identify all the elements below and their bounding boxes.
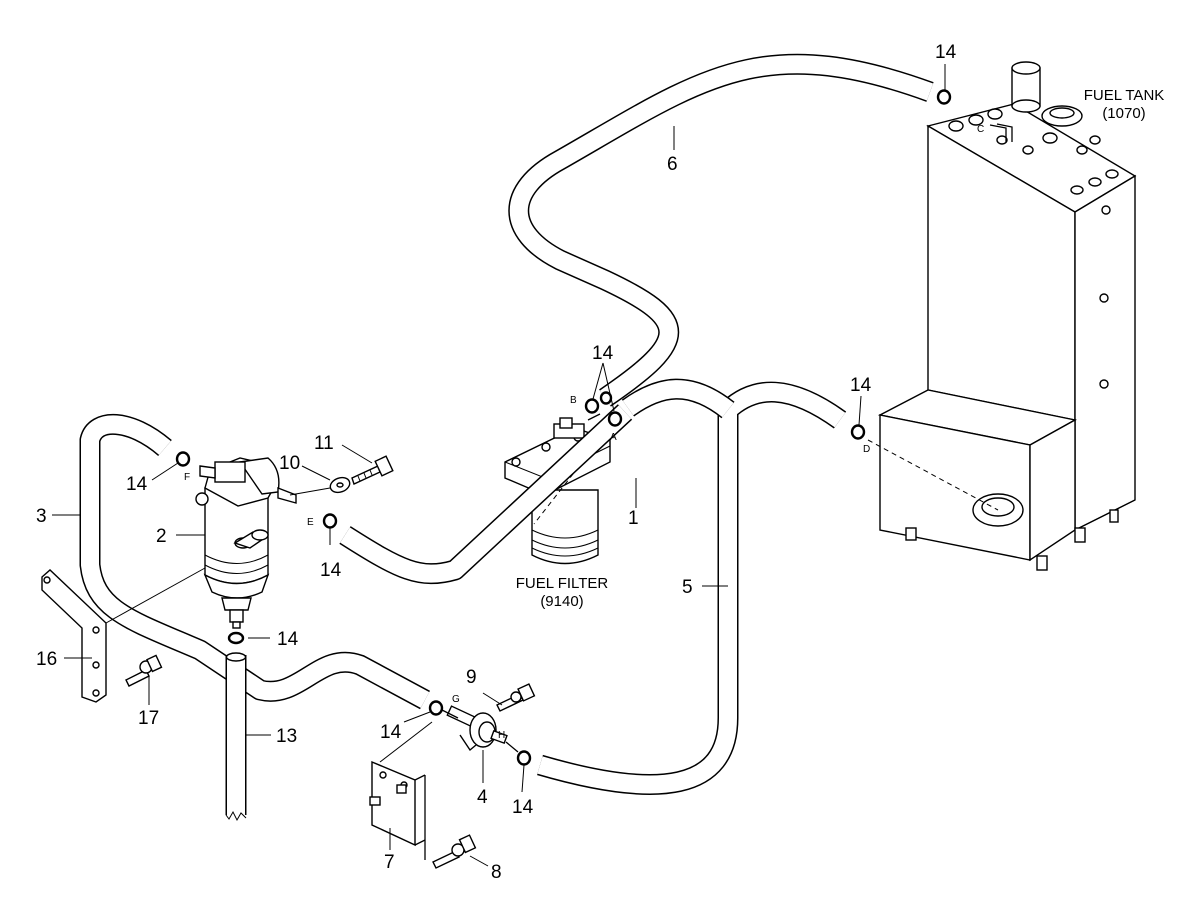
callout-14: 14 <box>277 629 299 650</box>
hose-filter-to-tank <box>621 378 735 419</box>
hose-6 <box>508 53 934 407</box>
clamp-c <box>936 89 952 105</box>
leader-lines <box>52 64 946 867</box>
callout-14: 14 <box>850 375 872 396</box>
callout-13: 13 <box>276 726 297 747</box>
callout-8: 8 <box>491 862 502 883</box>
fuel-pump <box>431 704 519 753</box>
callout-10: 10 <box>279 453 300 474</box>
callout-2: 2 <box>156 526 167 547</box>
washer-10 <box>289 476 351 496</box>
callout-14: 14 <box>512 797 534 818</box>
callout-14: 14 <box>126 474 148 495</box>
callout-5: 5 <box>682 577 693 598</box>
clamp-drain <box>227 631 245 645</box>
water-separator <box>195 457 297 629</box>
letter-d: D <box>863 444 870 455</box>
hose-13 <box>225 652 247 822</box>
letter-b: B <box>570 395 577 406</box>
clamp-e <box>322 513 338 529</box>
fuel-filter-name: FUEL FILTER <box>516 575 609 592</box>
clamp-a2 <box>599 391 613 405</box>
hose-1 <box>339 404 633 585</box>
fuel-tank <box>877 61 1137 571</box>
callout-6: 6 <box>667 154 678 175</box>
callout-17: 17 <box>138 708 159 729</box>
clamp-h <box>516 750 532 766</box>
callout-4: 4 <box>477 787 488 808</box>
callout-9: 9 <box>466 667 477 688</box>
bolt-9 <box>496 683 536 712</box>
hose-3 <box>79 413 430 710</box>
bracket-16 <box>41 567 206 703</box>
clamp-f <box>175 451 191 467</box>
letter-c: C <box>977 124 984 135</box>
bolt-11 <box>351 455 394 485</box>
clamp-g <box>428 700 444 716</box>
clamp-d <box>850 424 866 440</box>
letter-h: H <box>498 730 505 741</box>
bolt-8 <box>432 834 477 869</box>
bolt-17 <box>125 654 163 687</box>
letter-e: E <box>307 517 314 528</box>
dashed-line-d <box>867 439 999 511</box>
letter-g: G <box>452 694 460 705</box>
callout-14: 14 <box>320 560 342 581</box>
callout-3: 3 <box>36 506 47 527</box>
letter-a: A <box>610 432 617 443</box>
callout-7: 7 <box>384 852 395 873</box>
hose-5 <box>537 381 847 795</box>
clamp-b <box>584 398 600 414</box>
callout-16: 16 <box>36 649 57 670</box>
callout-14: 14 <box>380 722 402 743</box>
callout-1: 1 <box>628 508 639 529</box>
fuel-tank-ref: (1070) <box>1102 105 1145 122</box>
callout-14: 14 <box>592 343 614 364</box>
fuel-filter-ref: (9140) <box>540 593 583 610</box>
callout-11: 11 <box>314 433 334 454</box>
fuel-tank-name: FUEL TANK <box>1084 87 1165 104</box>
callout-14: 14 <box>935 42 957 63</box>
clamp-a <box>607 411 623 427</box>
letter-f: F <box>184 472 190 483</box>
bracket-7 <box>369 721 433 860</box>
